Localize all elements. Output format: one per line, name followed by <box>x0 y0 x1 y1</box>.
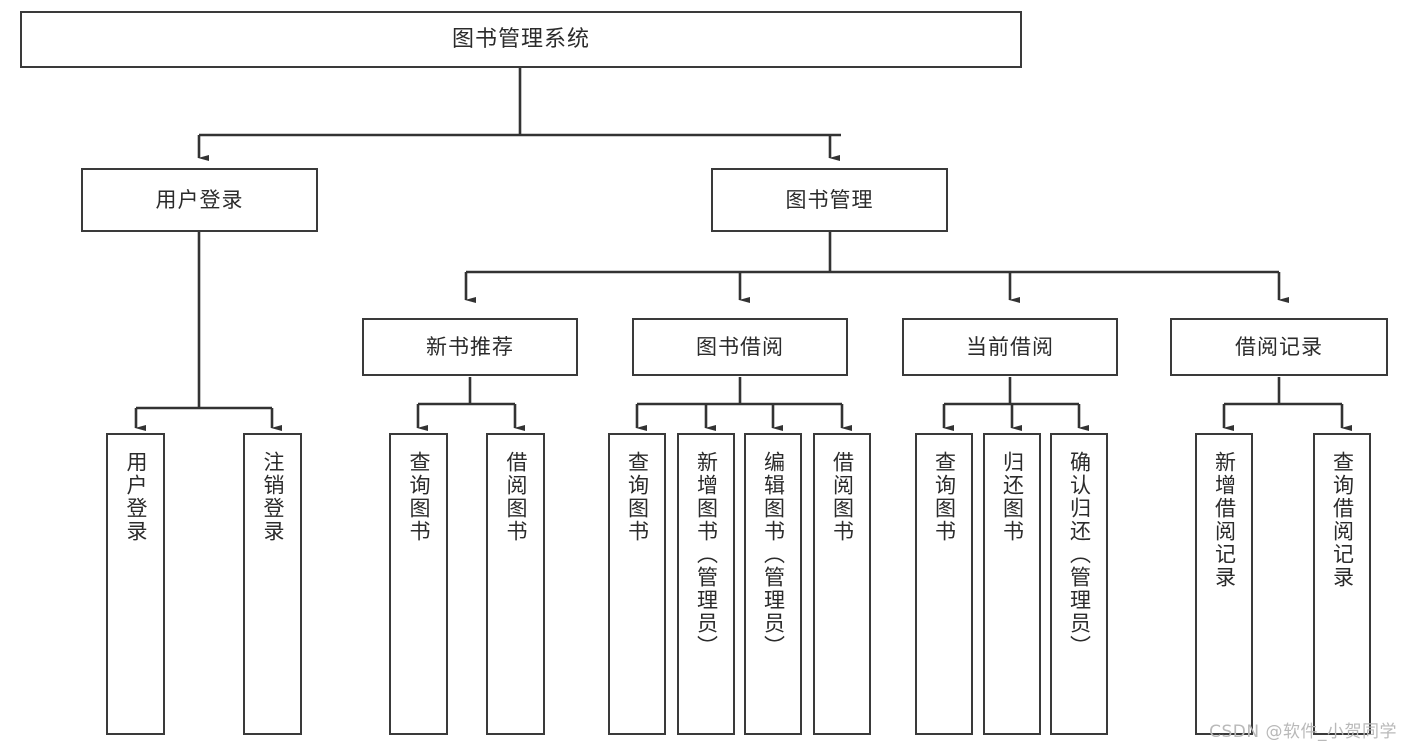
node-label: 用户登录 <box>155 187 244 212</box>
node-label: 图书管理 <box>785 187 874 212</box>
node-book-borrow[interactable]: 图书借阅 <box>632 318 848 376</box>
node-label: 用户登录 <box>124 451 148 543</box>
watermark-text: CSDN @软件_小贺同学 <box>1209 722 1397 742</box>
node-leaf-confirm-return-admin[interactable]: 确认归还（管理员） <box>1050 433 1108 735</box>
node-label: 查询图书 <box>407 451 431 543</box>
node-user-login[interactable]: 用户登录 <box>81 168 318 232</box>
node-leaf-add-book-admin[interactable]: 新增图书（管理员） <box>677 433 735 735</box>
node-leaf-user-login[interactable]: 用户登录 <box>106 433 165 735</box>
node-label: 图书借阅 <box>696 334 784 359</box>
node-label: 借阅图书 <box>504 451 528 543</box>
node-leaf-edit-book-admin[interactable]: 编辑图书（管理员） <box>744 433 802 735</box>
node-label: 图书管理系统 <box>451 26 590 52</box>
node-label: 注销登录 <box>261 451 285 543</box>
node-book-management[interactable]: 图书管理 <box>711 168 948 232</box>
node-current-borrow[interactable]: 当前借阅 <box>902 318 1118 376</box>
node-label: 新书推荐 <box>426 334 514 359</box>
node-label: 新增图书（管理员） <box>694 451 719 658</box>
node-borrow-record[interactable]: 借阅记录 <box>1170 318 1388 376</box>
node-label: 确认归还（管理员） <box>1067 451 1092 658</box>
node-root-book-management-system[interactable]: 图书管理系统 <box>20 11 1022 68</box>
node-label: 查询图书 <box>625 451 650 543</box>
node-label: 归还图书 <box>1000 451 1025 543</box>
node-label: 查询借阅记录 <box>1330 451 1355 589</box>
node-label: 编辑图书（管理员） <box>761 451 786 658</box>
node-leaf-query-book-borrow[interactable]: 查询图书 <box>608 433 666 735</box>
node-label: 当前借阅 <box>966 334 1054 359</box>
node-label: 新增借阅记录 <box>1212 451 1237 589</box>
node-leaf-borrow-book[interactable]: 借阅图书 <box>813 433 871 735</box>
node-new-book-recommend[interactable]: 新书推荐 <box>362 318 578 376</box>
node-leaf-borrow-book-recommend[interactable]: 借阅图书 <box>486 433 545 735</box>
node-leaf-return-book[interactable]: 归还图书 <box>983 433 1041 735</box>
node-leaf-query-book-current[interactable]: 查询图书 <box>915 433 973 735</box>
node-leaf-query-book-recommend[interactable]: 查询图书 <box>389 433 448 735</box>
node-label: 借阅记录 <box>1235 334 1323 359</box>
node-leaf-query-borrow-record[interactable]: 查询借阅记录 <box>1313 433 1371 735</box>
node-leaf-add-borrow-record[interactable]: 新增借阅记录 <box>1195 433 1253 735</box>
node-label: 查询图书 <box>932 451 957 543</box>
node-leaf-logout[interactable]: 注销登录 <box>243 433 302 735</box>
node-label: 借阅图书 <box>830 451 855 543</box>
